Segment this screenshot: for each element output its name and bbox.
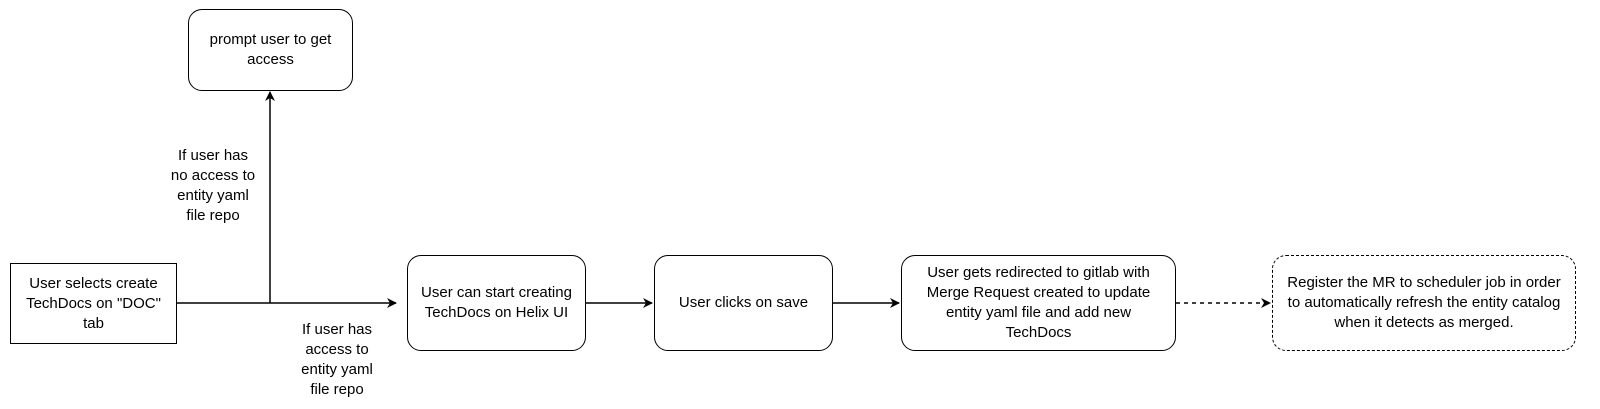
node-redirected: User gets redirected to gitlab with Merg… [901,255,1176,351]
node-start-creating: User can start creating TechDocs on Heli… [407,255,586,351]
edge-label-no-access: If user has no access to entity yaml fil… [168,146,258,226]
node-register-mr-text: Register the MR to scheduler job in orde… [1287,274,1561,331]
node-clicks-save-text: User clicks on save [678,294,809,311]
node-prompt-access: prompt user to get access [188,9,353,91]
edge-label-has-access: If user has access to entity yaml file r… [292,320,382,400]
node-register-mr: Register the MR to scheduler job in orde… [1272,255,1576,351]
node-clicks-save: User clicks on save [654,255,833,351]
node-start-creating-text: User can start creating TechDocs on Heli… [421,284,572,321]
node-start-text: User selects create TechDocs on "DOC" ta… [26,274,161,332]
node-start: User selects create TechDocs on "DOC" ta… [10,263,177,344]
node-prompt-access-text: prompt user to get access [209,31,332,68]
node-redirected-text: User gets redirected to gitlab with Merg… [926,264,1151,341]
